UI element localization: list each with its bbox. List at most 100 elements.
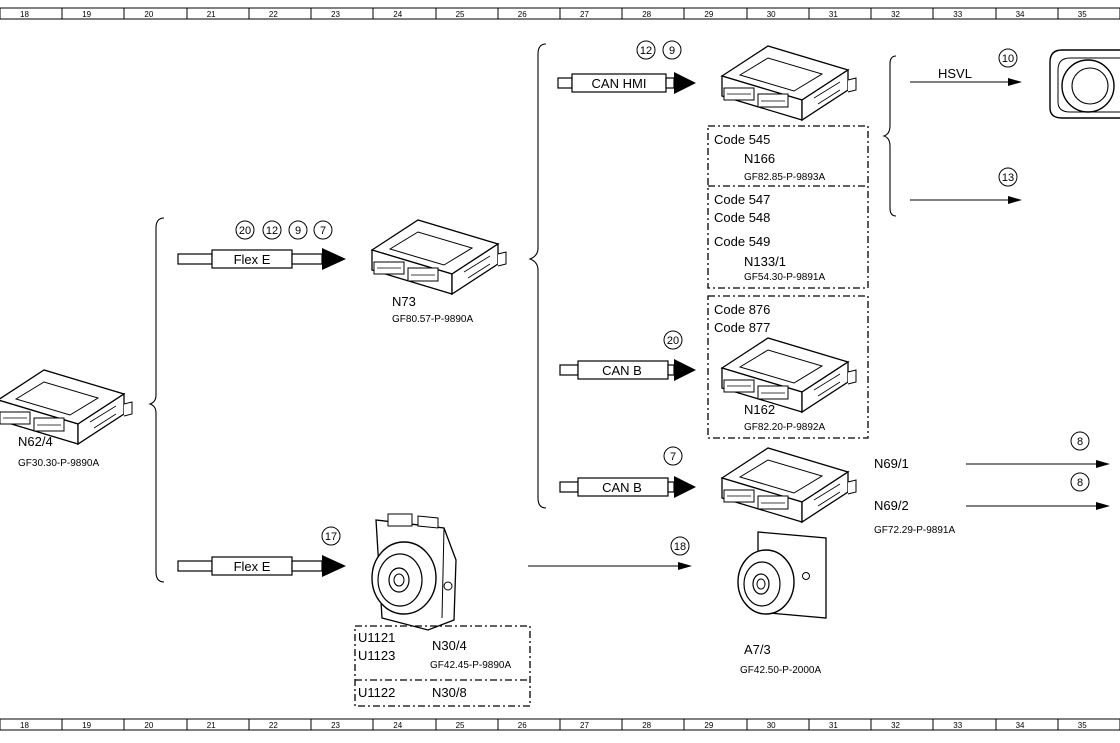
n162-ecu-icon (721, 337, 857, 413)
hmi-ecu-icon (721, 45, 857, 121)
ruler-label: 33 (953, 721, 962, 730)
circled-number: 9 (669, 45, 675, 57)
headlamp-icon (1049, 49, 1120, 119)
n69-2-label: N69/2 (874, 498, 909, 513)
n133-1-code: Code 548 (714, 210, 770, 225)
middle-brace (528, 43, 547, 509)
ruler-label: 25 (456, 10, 465, 19)
arrow-13 (910, 196, 1022, 204)
ruler-label: 34 (1016, 10, 1025, 19)
flex-e-top-arrow (177, 248, 346, 270)
ruler-label: 30 (767, 721, 776, 730)
can-hmi-circled-numbers: 12 9 (636, 40, 682, 60)
n69-1-arrow (966, 460, 1110, 468)
circled-number: 12 (266, 225, 278, 237)
hsvl-arrow (910, 78, 1022, 86)
can-b-1-label: CAN B (602, 363, 642, 378)
flex-e-bottom-arrow (177, 555, 346, 577)
circled-number: 7 (670, 451, 676, 463)
ruler-label: 24 (393, 721, 402, 730)
n166-code: Code 545 (714, 132, 770, 147)
ruler-label: 28 (642, 10, 651, 19)
n30-8-label: N30/8 (432, 685, 467, 700)
ruler-label: 27 (580, 10, 589, 19)
arrow-18 (528, 562, 692, 570)
n133-1-code: Code 549 (714, 234, 770, 249)
ruler-label: 35 (1078, 10, 1087, 19)
left-brace (148, 217, 165, 583)
circled-number-bg (670, 536, 690, 556)
ruler-label: 23 (331, 721, 340, 730)
a7-3-ref: GF42.50-P-2000A (740, 665, 821, 676)
n133-1-code: Code 547 (714, 192, 770, 207)
ruler-label: 28 (642, 721, 651, 730)
n62-4-ref: GF30.30-P-9890A (18, 458, 99, 469)
ruler-label: 30 (767, 10, 776, 19)
can-b-2-arrow (559, 476, 696, 498)
circled-number: 8 (1077, 477, 1083, 489)
ruler-label: 22 (269, 10, 278, 19)
right-brace (882, 55, 897, 217)
flex-e-top-circled-numbers: 20 12 9 7 (235, 220, 333, 240)
ruler-label: 32 (891, 721, 900, 730)
circled-number: 9 (295, 225, 301, 237)
ruler-label: 32 (891, 10, 900, 19)
ruler-label: 29 (704, 721, 713, 730)
hsvl-label: HSVL (938, 66, 972, 81)
n69-2-arrow (966, 502, 1110, 510)
can-hmi-label: CAN HMI (592, 76, 647, 91)
circled-number: 7 (320, 225, 326, 237)
circled-number: 20 (667, 335, 679, 347)
circled-number-bg (1070, 472, 1090, 492)
circled-number: 20 (239, 225, 251, 237)
n162-code: Code 877 (714, 320, 770, 335)
n73-ref: GF80.57-P-9890A (392, 314, 473, 325)
n166-label: N166 (744, 151, 775, 166)
hydraulic-unit-icon (371, 513, 457, 631)
n73-label: N73 (392, 294, 416, 309)
ruler-label: 33 (953, 10, 962, 19)
ruler-label: 31 (829, 10, 838, 19)
n30-box (354, 625, 531, 707)
ruler-label: 18 (20, 10, 29, 19)
n166-n133-1-box (707, 125, 869, 289)
ruler-label: 20 (144, 721, 153, 730)
ruler-label: 31 (829, 721, 838, 730)
n162-code: Code 876 (714, 302, 770, 317)
ruler-label: 26 (518, 721, 527, 730)
circled-number: 18 (674, 541, 686, 553)
circled-number: 13 (1002, 172, 1014, 184)
n62-4-label: N62/4 (18, 434, 53, 449)
can-b-2-label: CAN B (602, 480, 642, 495)
ruler-label: 26 (518, 10, 527, 19)
n30-code: U1123 (358, 648, 395, 663)
n30-4-label: N30/4 (432, 638, 467, 653)
can-b-1-arrow (559, 359, 696, 381)
circled-number-bg (663, 330, 683, 350)
ruler-label: 27 (580, 721, 589, 730)
circled-number: 17 (325, 531, 337, 543)
n69-1-label: N69/1 (874, 456, 909, 471)
can-hmi-arrow (557, 72, 696, 94)
flex-e-top-label: Flex E (234, 252, 271, 267)
ruler-label: 29 (704, 10, 713, 19)
ruler-label: 24 (393, 10, 402, 19)
n73-ecu-icon (371, 219, 507, 295)
a7-3-label: A7/3 (744, 642, 771, 657)
n162-ref: GF82.20-P-9892A (744, 422, 825, 433)
ruler-label: 21 (207, 10, 216, 19)
n69-ref: GF72.29-P-9891A (874, 525, 955, 536)
circled-number: 10 (1002, 53, 1014, 65)
n162-box (707, 295, 869, 439)
ruler-label: 20 (144, 10, 153, 19)
ruler-label: 21 (207, 721, 216, 730)
ruler-label: 22 (269, 721, 278, 730)
n162-label: N162 (744, 402, 775, 417)
circled-number: 8 (1077, 436, 1083, 448)
ruler-label: 34 (1016, 721, 1025, 730)
flex-e-bottom-label: Flex E (234, 559, 271, 574)
ruler-label: 19 (82, 10, 91, 19)
